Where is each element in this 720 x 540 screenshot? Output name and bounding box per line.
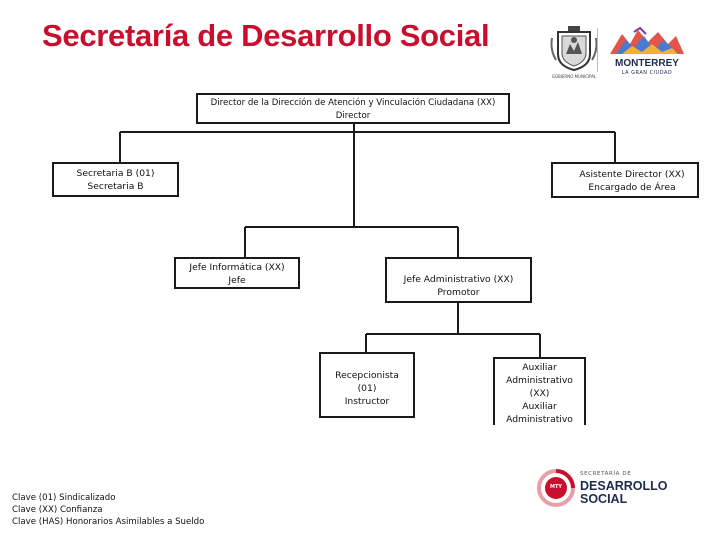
node-role: Administrativo (506, 414, 573, 425)
badge-label: MTY (549, 484, 562, 490)
node-title: Secretaria B (01) (76, 168, 155, 179)
logo-word-social: SOCIAL (580, 492, 628, 506)
node-role: Encargado de Área (588, 182, 676, 193)
org-node-asistente: Asistente Director (XX) Encargado de Áre… (551, 162, 699, 198)
monterrey-tagline: LA GRAN CIUDAD (621, 70, 673, 76)
org-node-director: Director de la Dirección de Atención y V… (196, 93, 510, 124)
node-role: Instructor (344, 396, 390, 407)
dif-badge-icon (537, 469, 575, 507)
legend: Clave (01) Sindicalizado Clave (XX) Conf… (12, 492, 204, 528)
node-title: Recepcionista (335, 370, 399, 381)
node-title: Auxiliar (522, 362, 557, 373)
node-code: (01) (357, 383, 377, 394)
node-role: Auxiliar (522, 401, 557, 412)
desarrollo-social-logo: MTY SECRETARÍA DE DESARROLLO SOCIAL (536, 468, 696, 508)
node-title: Jefe Informática (XX) (189, 262, 285, 273)
seal-caption: GOBIERNO MUNICIPAL (551, 74, 597, 79)
monterrey-logo: MONTERREY LA GRAN CIUDAD (608, 26, 686, 76)
node-role: Promotor (437, 287, 480, 298)
node-title: Jefe Administrativo (XX) (403, 274, 514, 285)
legend-item: Clave (01) Sindicalizado (12, 493, 116, 503)
legend-item: Clave (XX) Confianza (12, 505, 103, 515)
org-node-jefe-informatica: Jefe Informática (XX) Jefe (174, 257, 300, 289)
page-title: Secretaría de Desarrollo Social (42, 18, 490, 53)
node-role: Secretaria B (87, 181, 144, 192)
org-node-recepcionista: Recepcionista (01) Instructor (319, 352, 415, 418)
monterrey-mountains-icon (610, 26, 684, 54)
org-node-auxiliar: Auxiliar Administrativo (XX) Auxiliar Ad… (493, 357, 586, 425)
node-title: Asistente Director (XX) (579, 169, 685, 180)
node-role: Director (335, 111, 371, 121)
logo-caption: SECRETARÍA DE (580, 471, 632, 477)
node-code: (XX) (529, 388, 550, 399)
legend-item: Clave (HAS) Honorarios Asimilables a Sue… (12, 517, 205, 527)
monterrey-wordmark: MONTERREY (615, 58, 679, 69)
municipal-seal: GOBIERNO MUNICIPAL (548, 24, 600, 79)
logo-divider (597, 28, 598, 72)
coat-of-arms-icon (548, 24, 600, 76)
org-node-secretaria: Secretaria B (01) Secretaria B (52, 162, 179, 197)
org-node-jefe-administrativo: Jefe Administrativo (XX) Promotor (385, 257, 532, 303)
node-role: Jefe (228, 275, 246, 286)
node-title: Administrativo (506, 375, 573, 386)
logo-word-desarrollo: DESARROLLO (580, 479, 668, 493)
node-title: Director de la Dirección de Atención y V… (210, 98, 496, 108)
